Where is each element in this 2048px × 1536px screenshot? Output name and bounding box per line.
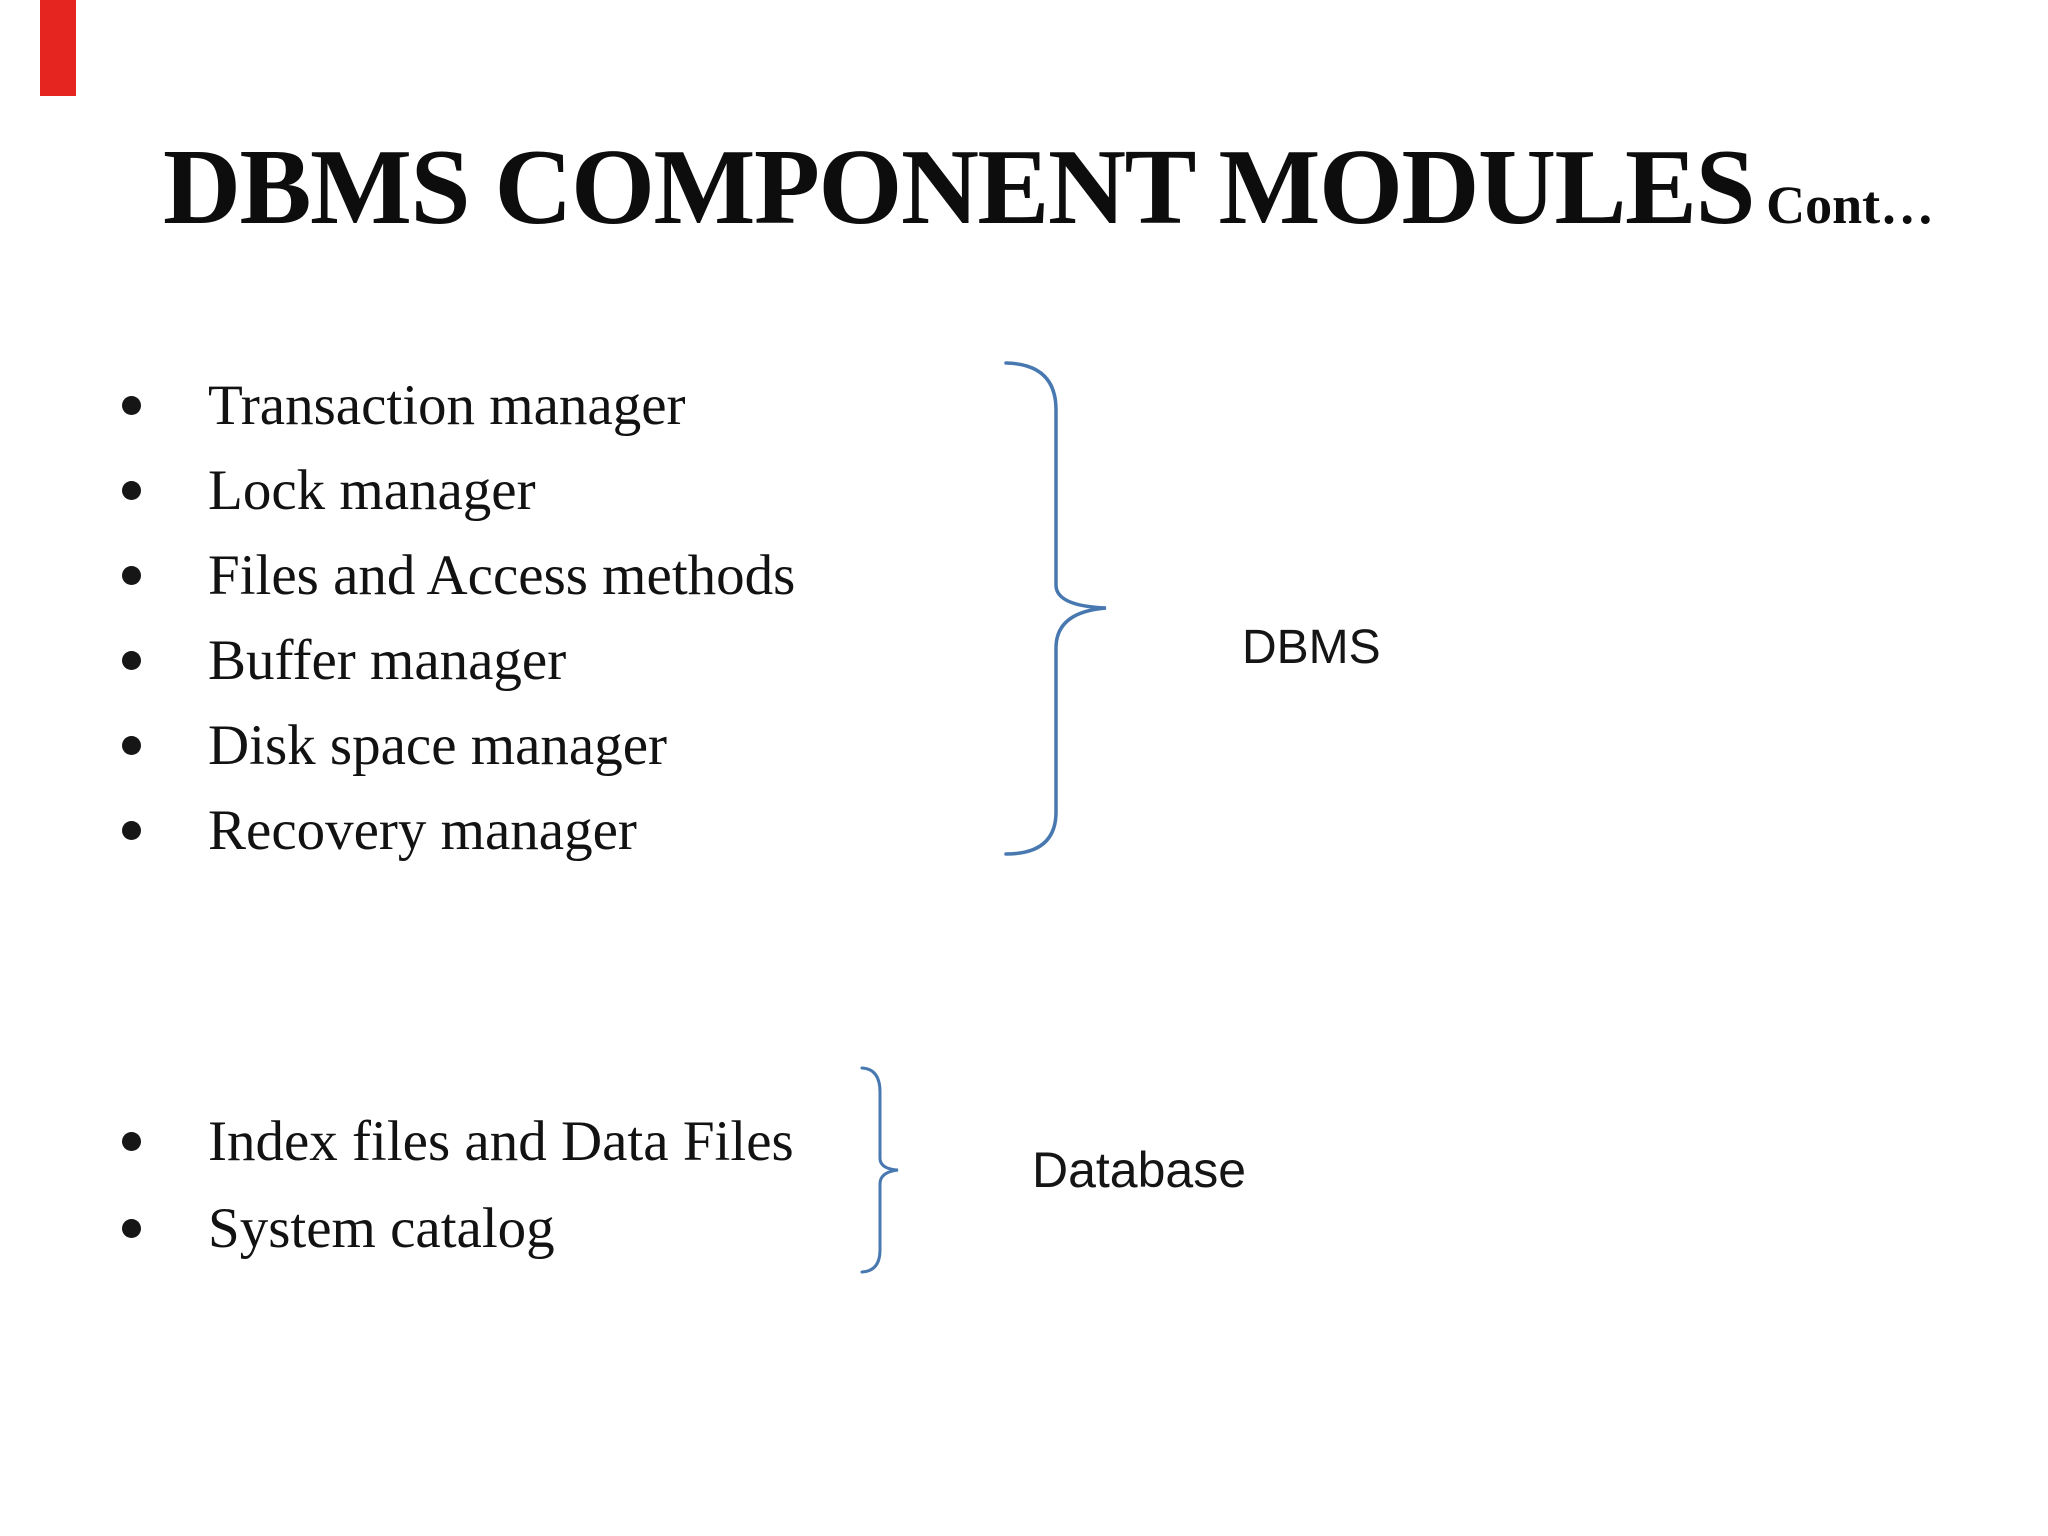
bullet-icon	[122, 566, 141, 585]
bullet-icon	[122, 396, 141, 415]
list-item: Buffer manager	[104, 618, 795, 703]
bullet-icon	[122, 481, 141, 500]
bullet-icon	[122, 651, 141, 670]
list-item-text: Files and Access methods	[208, 544, 796, 607]
database-brace-icon	[860, 1066, 899, 1274]
list-item-text: Buffer manager	[208, 629, 567, 692]
list-item: Recovery manager	[104, 788, 795, 873]
slide-title-main: DBMS COMPONENT MODULES	[163, 128, 1756, 247]
dbms-label: DBMS	[1242, 621, 1381, 674]
list-item: Disk space manager	[104, 703, 795, 788]
list-item: System catalog	[104, 1185, 794, 1272]
list-item: Index files and Data Files	[104, 1098, 794, 1185]
list-item-text: Transaction manager	[208, 374, 686, 437]
database-label: Database	[1032, 1142, 1247, 1198]
list-item: Transaction manager	[104, 363, 795, 448]
list-item-text: Disk space manager	[208, 714, 667, 777]
red-corner-bar	[40, 0, 76, 96]
list-item-text: Index files and Data Files	[208, 1110, 794, 1173]
bullet-icon	[122, 736, 141, 755]
list-item-text: Lock manager	[208, 459, 536, 522]
list-item: Files and Access methods	[104, 533, 795, 618]
list-item: Lock manager	[104, 448, 795, 533]
bullet-icon	[122, 1132, 141, 1151]
dbms-brace-icon	[1004, 361, 1107, 856]
slide-title-suffix: Cont…	[1766, 175, 1935, 235]
list-item-text: System catalog	[208, 1197, 555, 1260]
list-item-text: Recovery manager	[208, 799, 637, 862]
bullet-icon	[122, 1219, 141, 1238]
bullet-icon	[122, 821, 141, 840]
